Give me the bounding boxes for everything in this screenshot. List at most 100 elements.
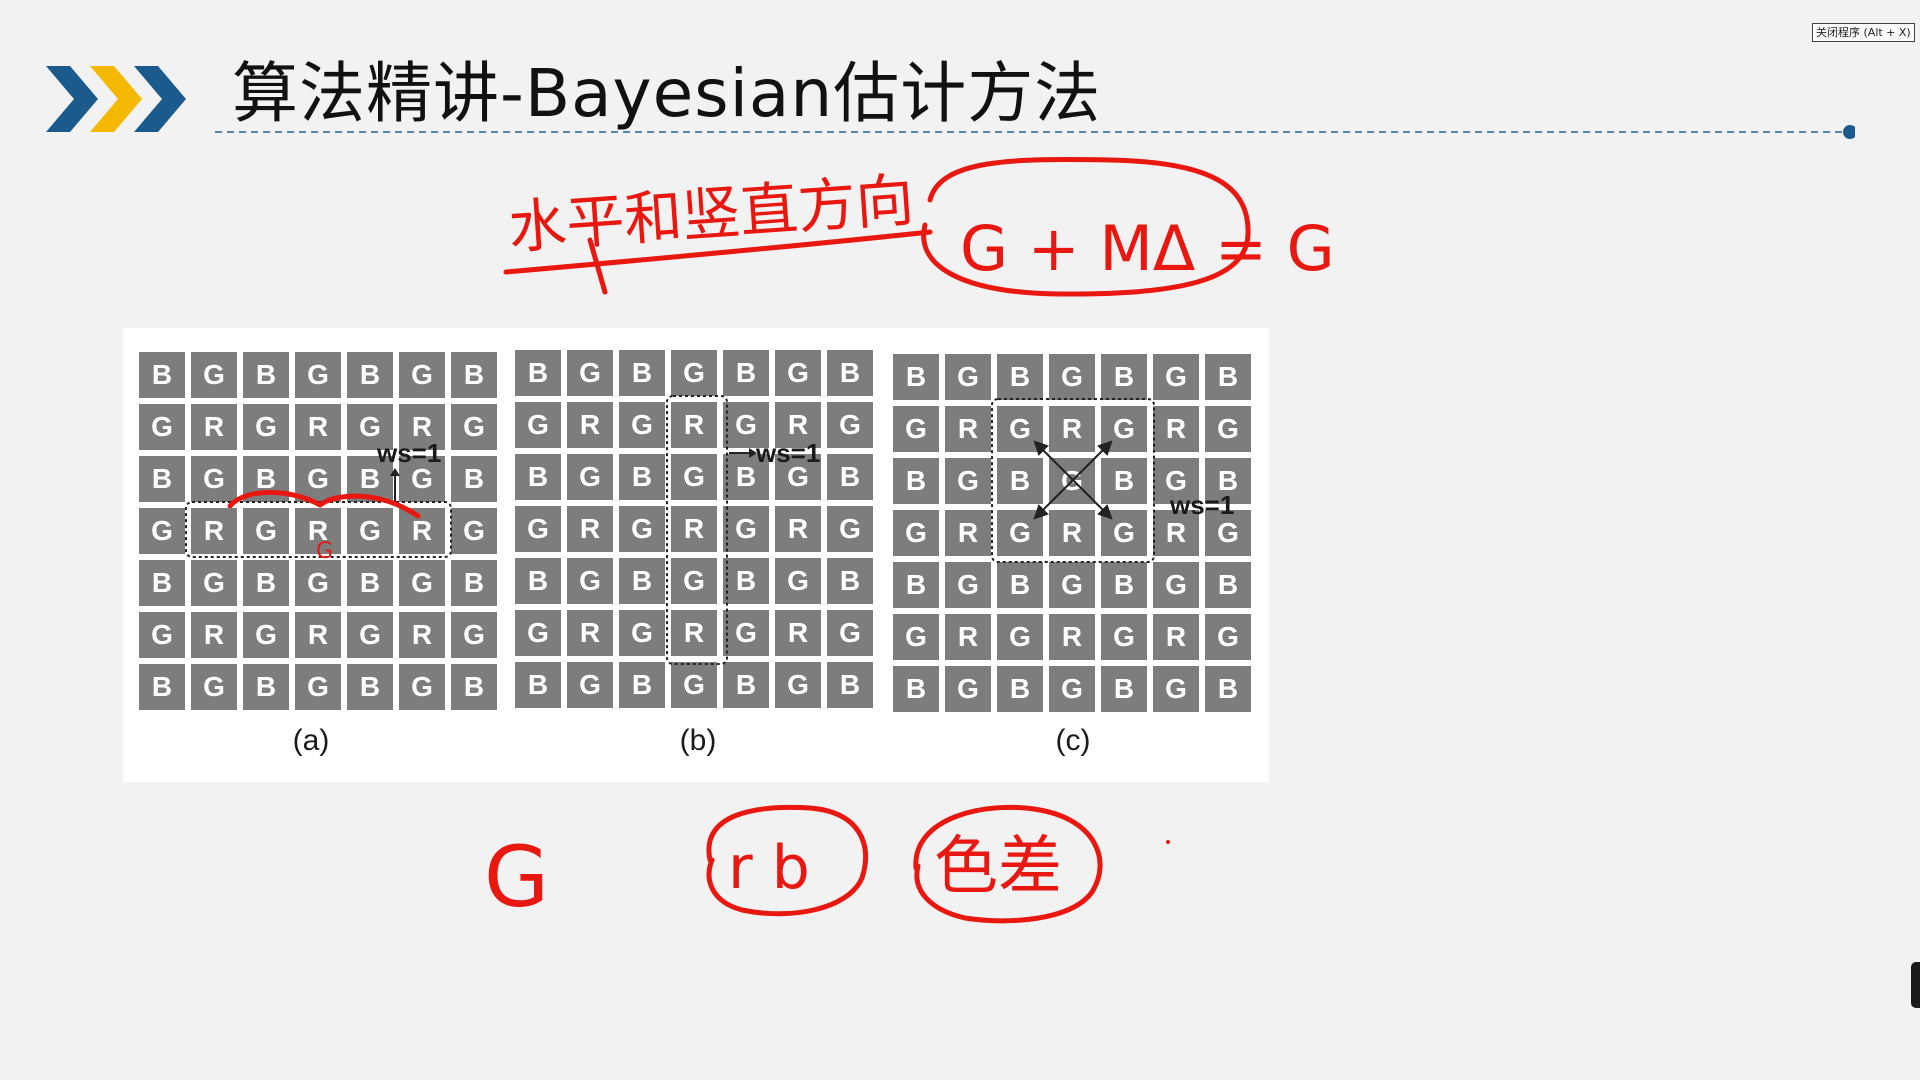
bayer-cell: G xyxy=(1153,562,1199,608)
bayer-cell: B xyxy=(1101,562,1147,608)
bayer-cell: G xyxy=(827,402,873,448)
chevron-shape-1 xyxy=(46,66,98,132)
bayer-cell: R xyxy=(1049,406,1095,452)
bayer-cell: R xyxy=(671,506,717,552)
bayer-cell: B xyxy=(243,664,289,710)
bayer-cell: G xyxy=(295,560,341,606)
bayer-cell: B xyxy=(515,662,561,708)
bayer-cell: G xyxy=(1205,614,1251,660)
bayer-cell: G xyxy=(945,458,991,504)
bayer-grid-c: BGBGBGBGRGRGRGBGBGBGBGRGRGRGBGBGBGBGRGRG… xyxy=(893,354,1251,712)
bayer-cell: B xyxy=(347,560,393,606)
bayer-cell: B xyxy=(827,350,873,396)
bayer-cell: G xyxy=(515,506,561,552)
bayer-cell: R xyxy=(775,506,821,552)
bayer-cell: G xyxy=(347,612,393,658)
bayer-cell: B xyxy=(893,562,939,608)
bayer-cell: G xyxy=(1153,354,1199,400)
bayer-cell: G xyxy=(1049,666,1095,712)
bayer-cell: B xyxy=(451,352,497,398)
bayer-cell: B xyxy=(243,560,289,606)
bayer-cell: B xyxy=(997,354,1043,400)
bayer-cell: R xyxy=(1153,406,1199,452)
bayer-cell: R xyxy=(1153,510,1199,556)
bayer-cell: G xyxy=(945,666,991,712)
bayer-cell: G xyxy=(567,350,613,396)
bayer-cell: R xyxy=(191,612,237,658)
bayer-cell: G xyxy=(451,612,497,658)
window-overlays xyxy=(185,395,1155,665)
bayer-cell: B xyxy=(1205,354,1251,400)
bottom-right-circle xyxy=(913,804,1103,924)
bayer-cell: G xyxy=(191,560,237,606)
bayer-cell: R xyxy=(191,404,237,450)
ink-dot xyxy=(1166,840,1170,844)
bayer-cell: G xyxy=(671,350,717,396)
bayer-cell: G xyxy=(567,454,613,500)
bayer-cell: G xyxy=(893,614,939,660)
bayer-cell: B xyxy=(1205,666,1251,712)
bayer-cell: B xyxy=(347,664,393,710)
bayer-cell: G xyxy=(1205,406,1251,452)
divider-end-dot xyxy=(1843,125,1855,139)
bayer-cell: G xyxy=(399,352,445,398)
bayer-cell: B xyxy=(723,662,769,708)
bayer-cell: B xyxy=(139,352,185,398)
bayer-cell: G xyxy=(295,352,341,398)
chevron-shape-3 xyxy=(134,66,186,132)
bayer-cell: B xyxy=(1205,562,1251,608)
top-note-tick xyxy=(587,237,608,295)
bayer-cell: G xyxy=(243,612,289,658)
close-program-button[interactable]: 关闭程序 (Alt + X) xyxy=(1812,23,1915,42)
bayer-cell: R xyxy=(295,612,341,658)
bayer-cell: R xyxy=(399,612,445,658)
top-note-text: 水平和竖直方向 xyxy=(506,166,916,262)
bottom-right-text: 色差 xyxy=(934,830,1062,904)
bayer-cell: G xyxy=(723,506,769,552)
bayer-cell: B xyxy=(997,666,1043,712)
bayer-cell: G xyxy=(515,610,561,656)
bayer-cell: R xyxy=(945,406,991,452)
bayer-cell: B xyxy=(243,352,289,398)
bayer-cell: G xyxy=(295,664,341,710)
bayer-cell: B xyxy=(1101,354,1147,400)
bayer-cell: G xyxy=(567,558,613,604)
bayer-cell: G xyxy=(619,506,665,552)
bayer-cell: R xyxy=(399,404,445,450)
bayer-cell: B xyxy=(619,350,665,396)
bayer-cell: G xyxy=(1049,562,1095,608)
bayer-cell: G xyxy=(191,352,237,398)
bayer-cell: R xyxy=(671,610,717,656)
diagonal-window xyxy=(991,398,1155,563)
bayer-cell: G xyxy=(827,610,873,656)
chevron-shape-2 xyxy=(90,66,142,132)
bayer-cell: B xyxy=(723,454,769,500)
bayer-cell: R xyxy=(1153,614,1199,660)
bayer-cell: G xyxy=(399,664,445,710)
bayer-cell: R xyxy=(295,404,341,450)
bayer-cell: B xyxy=(451,560,497,606)
bayer-cell: G xyxy=(945,354,991,400)
diagonal-arrows xyxy=(1033,440,1113,520)
bayer-cell: B xyxy=(723,350,769,396)
bayer-cell: B xyxy=(1101,458,1147,504)
caption-b: (b) xyxy=(679,724,717,757)
bayer-cell: G xyxy=(139,404,185,450)
bayer-cell: B xyxy=(619,558,665,604)
bayer-cell: G xyxy=(619,402,665,448)
bayer-cell: B xyxy=(827,558,873,604)
bayer-cell: B xyxy=(451,664,497,710)
bottom-middle-text: r b xyxy=(728,833,810,903)
bayer-cell: B xyxy=(827,454,873,500)
bayer-cell: B xyxy=(515,350,561,396)
bottom-middle-circle xyxy=(706,804,869,917)
bayer-cell: G xyxy=(775,662,821,708)
bayer-cell: B xyxy=(139,664,185,710)
bayer-cell: R xyxy=(945,510,991,556)
horizontal-window xyxy=(185,501,452,558)
bayer-cell: R xyxy=(567,402,613,448)
bayer-cell: R xyxy=(567,610,613,656)
scrollbar-thumb[interactable] xyxy=(1911,962,1920,1008)
bayer-cell: B xyxy=(515,454,561,500)
